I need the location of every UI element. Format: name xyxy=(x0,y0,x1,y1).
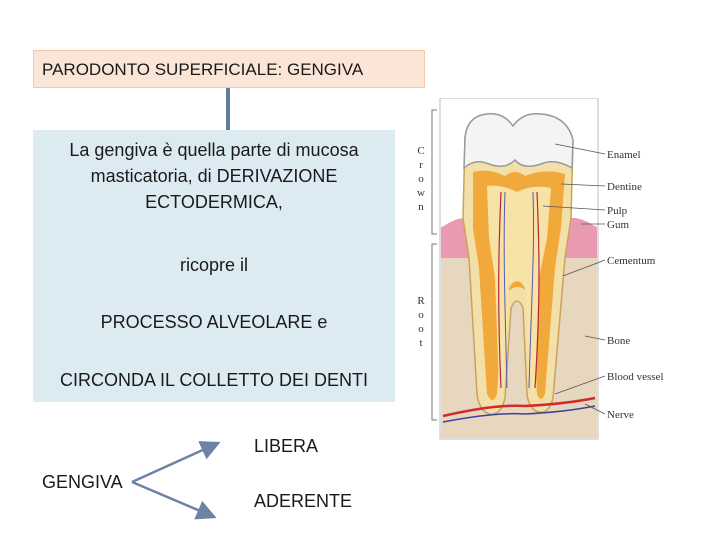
pulp-nerve-left xyxy=(503,191,508,389)
blood-vessel-line xyxy=(442,396,596,418)
enamel-label: Enamel xyxy=(607,149,641,161)
pulp-vessel-left xyxy=(498,191,502,389)
aderente-label: ADERENTE xyxy=(254,491,353,511)
definition-line-5: PROCESSO ALVEOLARE e xyxy=(100,312,328,332)
definition-box: La gengiva è quella parte di mucosa mast… xyxy=(33,130,395,402)
blood-vessel-label: Blood vessel xyxy=(607,371,664,383)
branch-arrows-icon xyxy=(131,441,221,520)
libera-label: LIBERA xyxy=(254,436,319,456)
leader-lines xyxy=(542,143,606,415)
arrow-to-aderente xyxy=(131,480,217,520)
definition-line-6: CIRCONDA IL COLLETTO DEI DENTI xyxy=(59,370,369,390)
pulp-vessel-right xyxy=(534,191,540,389)
definition-line-3: ECTODERMICA, xyxy=(145,192,283,212)
crown-letter-1: C xyxy=(417,145,424,157)
definition-line-4: ricopre il xyxy=(179,255,249,275)
pulp xyxy=(487,185,551,391)
bone-label: Bone xyxy=(607,335,630,347)
crown-letter-5: n xyxy=(418,201,424,213)
definition-line-1: La gengiva è quella parte di mucosa xyxy=(69,140,359,160)
nerve-label: Nerve xyxy=(607,409,634,421)
pulp-label: Pulp xyxy=(607,205,628,217)
connector-line xyxy=(226,88,230,132)
cementum-label: Cementum xyxy=(607,255,656,267)
slide-title: PARODONTO SUPERFICIALE: GENGIVA xyxy=(33,50,425,88)
gengiva-label: GENGIVA xyxy=(42,472,123,492)
root-letter-3: o xyxy=(418,323,424,335)
nerve-line xyxy=(442,405,596,423)
root-letter-2: o xyxy=(418,309,424,321)
dentine-label: Dentine xyxy=(607,181,642,193)
tooth-diagram: C r o w n R o o t Enamel Dentine Pulp Gu… xyxy=(417,98,664,440)
root-letter-1: R xyxy=(417,295,425,307)
enamel-cap xyxy=(463,113,574,170)
root-bracket xyxy=(431,243,437,421)
crown-bracket xyxy=(431,109,437,235)
root-letter-4: t xyxy=(419,337,422,349)
crown-letter-4: w xyxy=(417,187,425,199)
crown-letter-2: r xyxy=(419,159,423,171)
pulp-nerve-right xyxy=(528,191,535,389)
definition-line-2: masticatoria, di DERIVAZIONE xyxy=(90,166,338,186)
gum-label: Gum xyxy=(607,219,629,231)
arrow-to-libera xyxy=(131,441,221,484)
crown-letter-3: o xyxy=(418,173,424,185)
